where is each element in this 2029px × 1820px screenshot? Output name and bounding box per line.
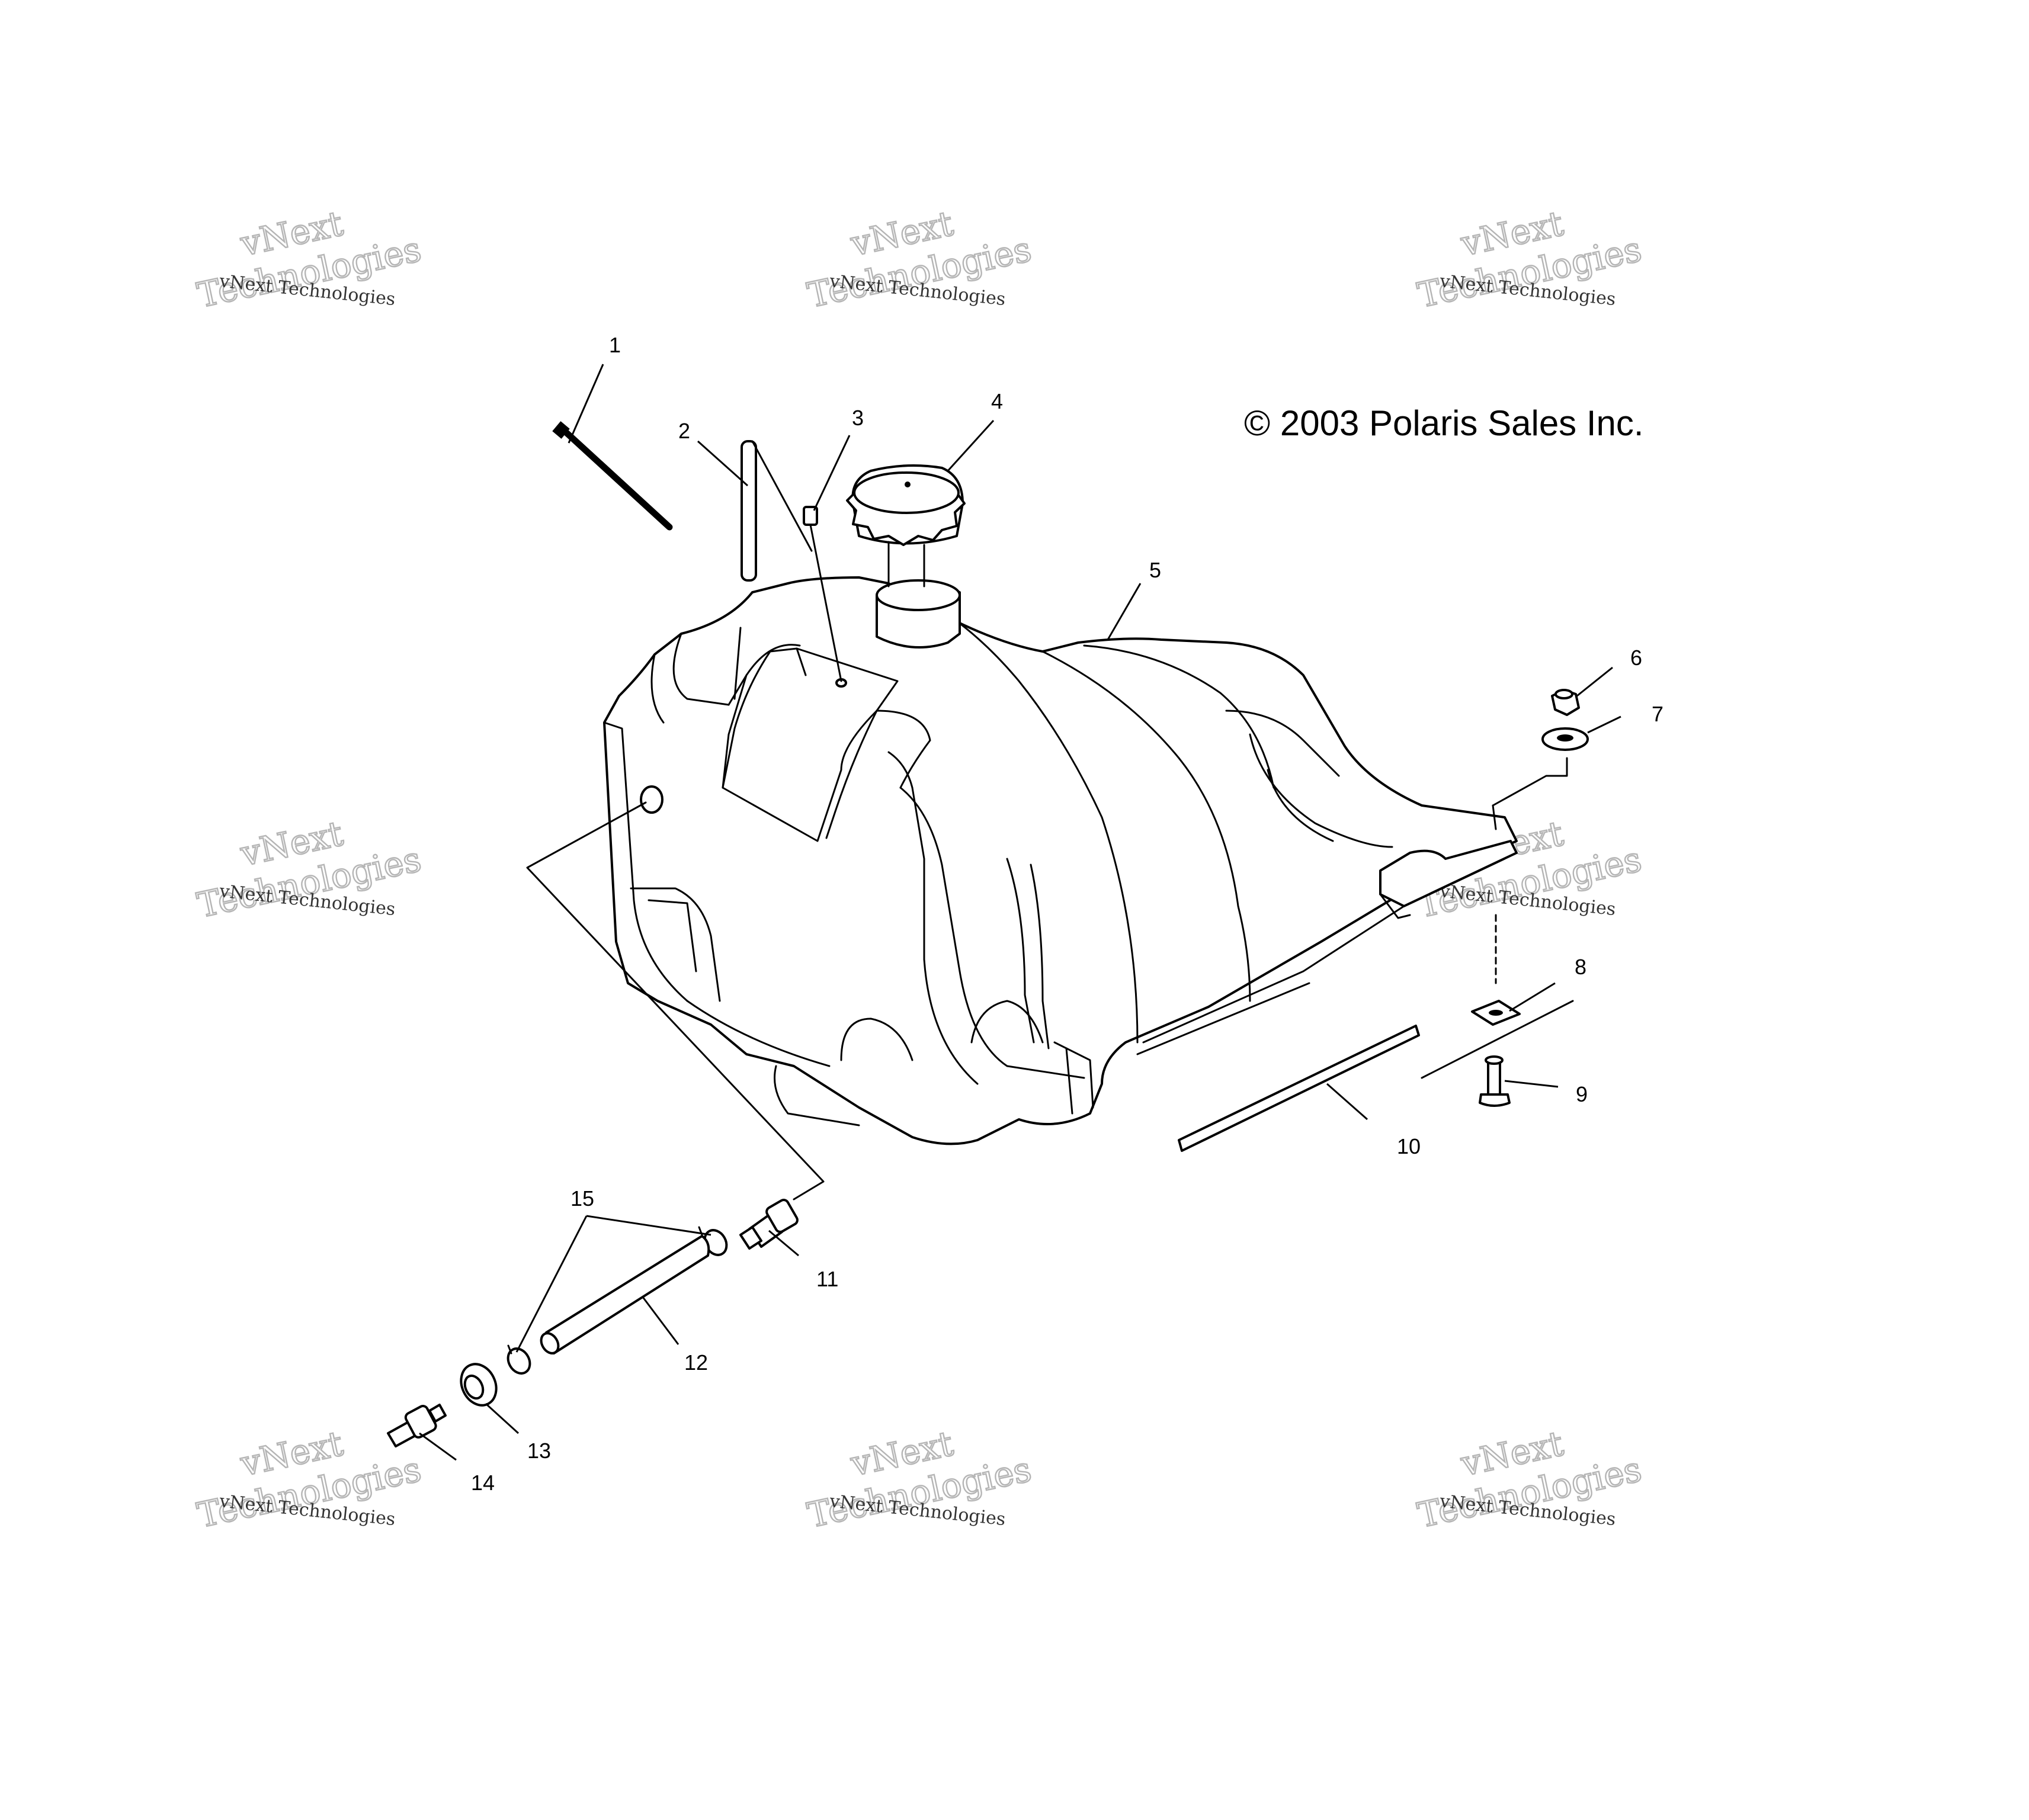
vent-tube-part-2 bbox=[741, 440, 813, 582]
fuel-line-assembly bbox=[387, 801, 825, 1447]
callout-5: 5 bbox=[1149, 558, 1161, 582]
fuel-hose-part-12 bbox=[540, 1235, 710, 1354]
callout-8: 8 bbox=[1575, 955, 1586, 979]
callout-14: 14 bbox=[471, 1471, 495, 1495]
callout-4: 4 bbox=[991, 389, 1003, 413]
nut-part-6 bbox=[1551, 689, 1580, 716]
callout-9: 9 bbox=[1576, 1082, 1588, 1106]
callout-12: 12 bbox=[684, 1350, 708, 1375]
callout-2: 2 bbox=[678, 419, 690, 443]
fitting-part-11 bbox=[739, 1199, 799, 1250]
callout-1: 1 bbox=[609, 333, 621, 357]
watermark: vNext Technologies vNext Technologies bbox=[803, 203, 1036, 316]
callout-6: 6 bbox=[1630, 646, 1642, 670]
callout-numbers: 1 2 3 4 5 6 7 8 9 10 11 12 13 14 15 bbox=[471, 333, 1663, 1495]
watermark: vNext Technologies vNext Technologies bbox=[803, 1423, 1036, 1536]
callout-10: 10 bbox=[1397, 1134, 1421, 1158]
copyright-notice: © 2003 Polaris Sales Inc. bbox=[1244, 403, 1644, 443]
cable-tie-part-1 bbox=[552, 421, 673, 531]
vent-fitting-part-3 bbox=[803, 506, 842, 682]
watermark: vNext Technologies vNext Technologies bbox=[193, 813, 425, 926]
watermark: vNext Technologies vNext Technologies bbox=[1413, 1423, 1646, 1536]
square-washer-part-8 bbox=[1421, 914, 1574, 1079]
callout-15: 15 bbox=[570, 1186, 594, 1211]
fuel-tank-drawing bbox=[603, 576, 1518, 1145]
watermark: vNext Technologies vNext Technologies bbox=[193, 203, 425, 316]
callout-11: 11 bbox=[816, 1267, 838, 1291]
callout-3: 3 bbox=[852, 406, 864, 430]
watermark: vNext Technologies vNext Technologies bbox=[1413, 203, 1646, 316]
callout-7: 7 bbox=[1652, 702, 1663, 726]
bolt-part-9 bbox=[1479, 1055, 1511, 1107]
valve-part-14 bbox=[387, 1404, 447, 1447]
pad-strip-part-10 bbox=[1178, 1025, 1420, 1152]
fuel-cap-part-4 bbox=[846, 464, 966, 588]
hose-clamp-part-15 bbox=[507, 1226, 728, 1375]
watermark: vNext Technologies vNext Technologies bbox=[193, 1423, 425, 1536]
callout-13: 13 bbox=[527, 1439, 551, 1463]
washer-part-7 bbox=[1492, 727, 1589, 807]
leader-lines bbox=[419, 364, 1621, 1461]
grommet-part-13 bbox=[460, 1363, 498, 1407]
